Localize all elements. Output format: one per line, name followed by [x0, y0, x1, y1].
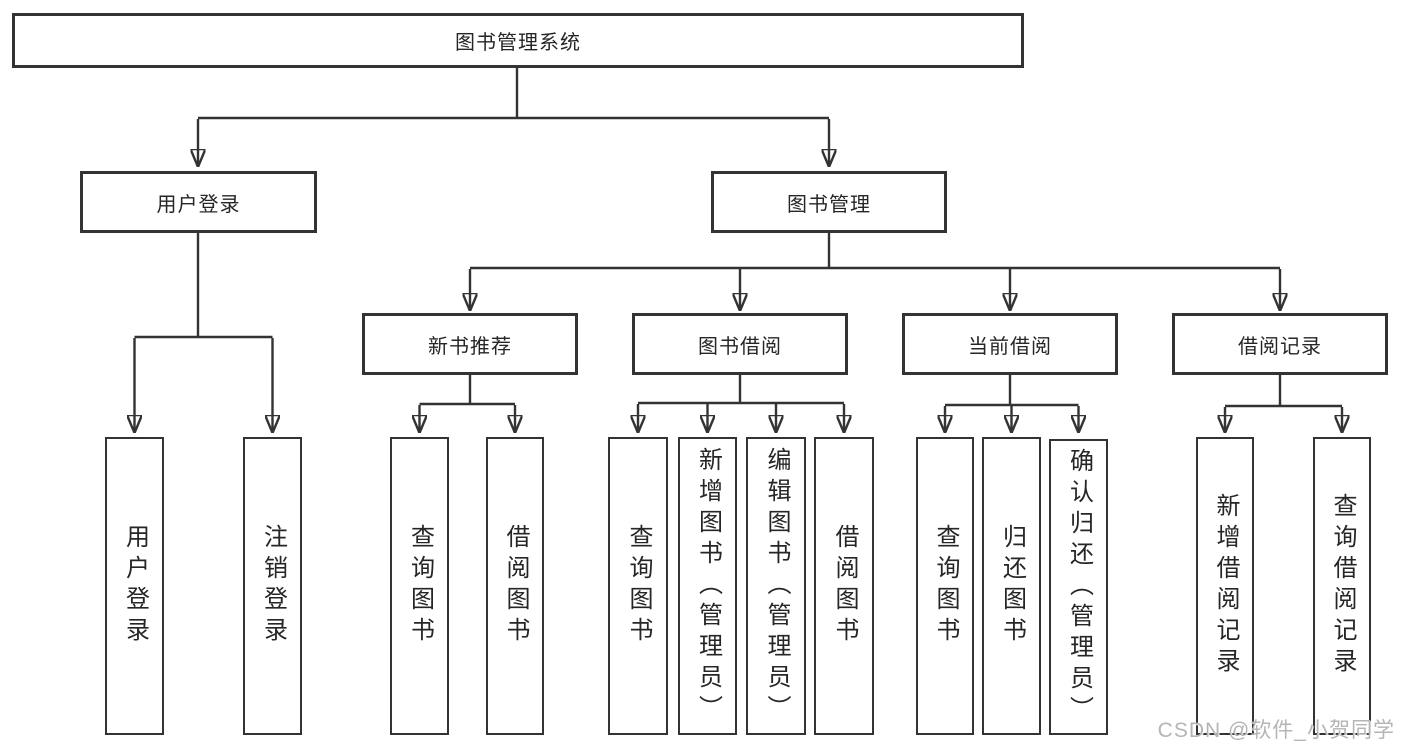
leaf-query-books-current-label: 查询图书	[932, 524, 959, 648]
node-new-book-recommendation: 新书推荐	[362, 313, 578, 375]
leaf-query-borrow-record-label: 查询借阅记录	[1329, 493, 1356, 679]
leaf-query-books-recommend-label: 查询图书	[406, 524, 434, 648]
leaf-add-books-admin-label: 新增图书（管理员）	[694, 446, 722, 726]
leaf-confirm-return-admin-label: 确认归还（管理员）	[1065, 447, 1093, 727]
leaf-query-borrow-record: 查询借阅记录	[1313, 437, 1371, 735]
node-borrowing-records: 借阅记录	[1172, 313, 1388, 375]
node-current-borrowing-label: 当前借阅	[968, 335, 1052, 358]
node-book-borrowing-label: 图书借阅	[698, 335, 782, 358]
leaf-confirm-return-admin: 确认归还（管理员）	[1049, 439, 1108, 735]
leaf-borrow-books-recommend-label: 借阅图书	[502, 524, 529, 648]
node-borrowing-records-label: 借阅记录	[1238, 335, 1322, 358]
leaf-logout-label: 注销登录	[259, 524, 287, 648]
leaf-borrow-books-recommend: 借阅图书	[486, 437, 544, 735]
leaf-edit-books-admin: 编辑图书（管理员）	[746, 437, 806, 735]
node-current-borrowing: 当前借阅	[902, 313, 1118, 375]
leaf-query-books-current: 查询图书	[916, 437, 974, 735]
leaf-borrow-books-borrowing-label: 借阅图书	[831, 524, 858, 648]
leaf-query-books-recommend: 查询图书	[390, 437, 449, 735]
leaf-return-books-label: 归还图书	[998, 524, 1026, 648]
node-book-management-label: 图书管理	[787, 193, 871, 216]
node-library-system-label: 图书管理系统	[455, 32, 581, 54]
node-book-borrowing: 图书借阅	[632, 313, 848, 375]
leaf-add-borrow-record: 新增借阅记录	[1196, 437, 1254, 735]
leaf-edit-books-admin-label: 编辑图书（管理员）	[763, 446, 790, 726]
leaf-return-books: 归还图书	[982, 437, 1041, 735]
node-user-login-label: 用户登录	[156, 193, 241, 216]
leaf-borrow-books-borrowing: 借阅图书	[814, 437, 874, 735]
leaf-query-books-borrowing: 查询图书	[608, 437, 668, 735]
node-new-book-recommendation-label: 新书推荐	[428, 335, 512, 358]
node-book-management: 图书管理	[711, 171, 947, 233]
leaf-query-books-borrowing-label: 查询图书	[625, 524, 652, 648]
leaf-user-login-label: 用户登录	[121, 524, 149, 648]
node-library-system: 图书管理系统	[12, 13, 1024, 68]
csdn-watermark: CSDN @软件_小贺同学	[1157, 719, 1395, 742]
leaf-user-login: 用户登录	[105, 437, 164, 735]
leaf-add-borrow-record-label: 新增借阅记录	[1212, 493, 1239, 679]
node-user-login: 用户登录	[80, 171, 317, 233]
leaf-add-books-admin: 新增图书（管理员）	[678, 437, 737, 735]
leaf-logout: 注销登录	[243, 437, 302, 735]
